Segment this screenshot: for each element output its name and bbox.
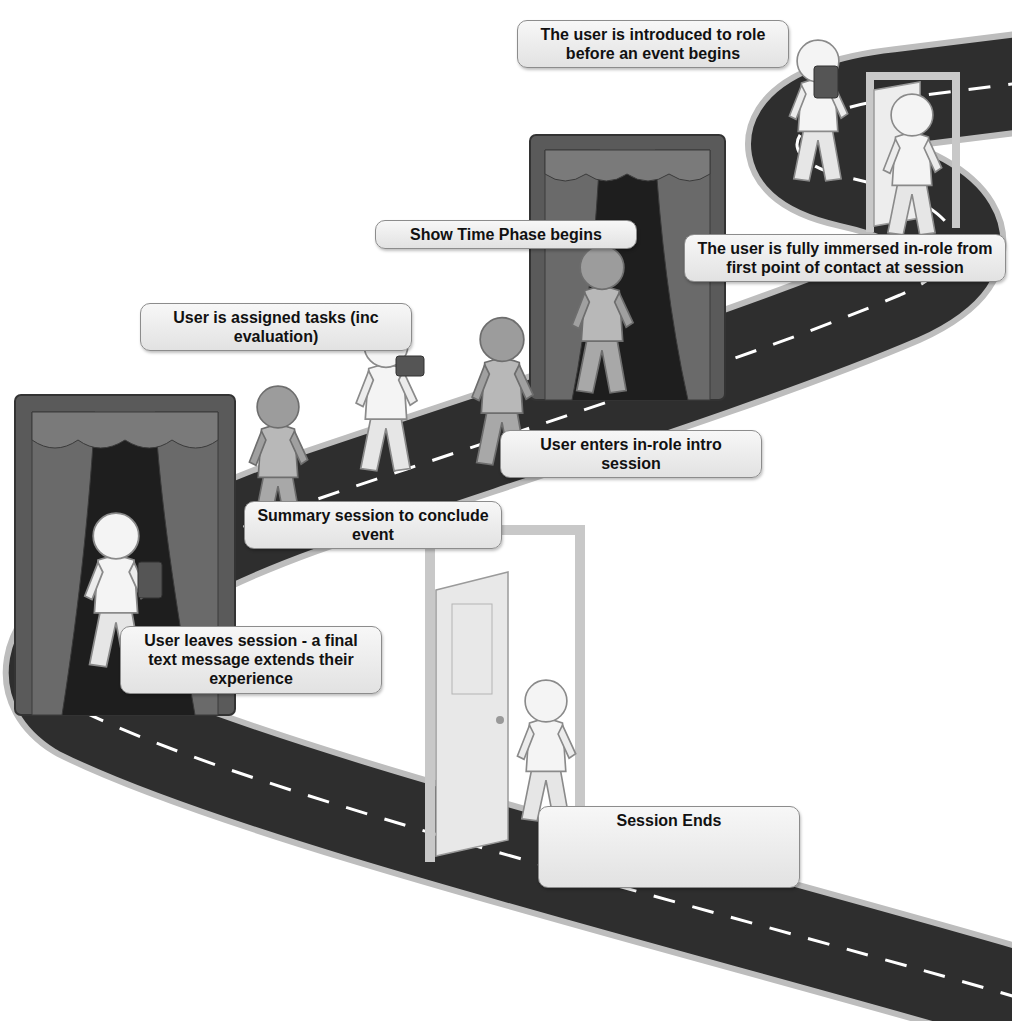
callout-text: Show Time Phase begins — [384, 225, 628, 244]
person-figure — [789, 40, 847, 181]
curtain-valance — [545, 150, 710, 181]
door-inset — [452, 604, 492, 694]
tablet-icon — [814, 66, 838, 98]
callout-box: Show Time Phase begins — [375, 220, 637, 249]
callout-box: User enters in-role intro session — [500, 430, 762, 478]
person-figure — [517, 680, 575, 821]
callout-text: Session Ends — [547, 811, 791, 830]
door-knob — [496, 716, 504, 724]
callout-text: The user is introduced to role before an… — [526, 25, 780, 63]
callout-text: User is assigned tasks (inc evaluation) — [149, 308, 403, 346]
callout-text: The user is fully immersed in-role from … — [693, 239, 997, 277]
curtain-valance — [32, 412, 218, 448]
tablet-icon — [138, 562, 162, 598]
callout-box: Summary session to conclude event — [244, 501, 502, 549]
person-figure — [572, 246, 633, 393]
callout-text: Summary session to conclude event — [253, 506, 493, 544]
callout-box: User is assigned tasks (inc evaluation) — [140, 303, 412, 351]
callout-box: Session Ends — [538, 806, 800, 888]
callout-box: The user is fully immersed in-role from … — [684, 234, 1006, 282]
curtain-drape — [32, 412, 95, 715]
door-panel — [436, 572, 508, 856]
callout-box: The user is introduced to role before an… — [517, 20, 789, 68]
person-figure — [883, 94, 941, 235]
callout-box: User leaves session - a final text messa… — [120, 626, 382, 694]
callout-text: User enters in-role intro session — [509, 435, 753, 473]
callout-text: User leaves session - a final text messa… — [129, 631, 373, 689]
tablet-icon — [396, 356, 424, 376]
